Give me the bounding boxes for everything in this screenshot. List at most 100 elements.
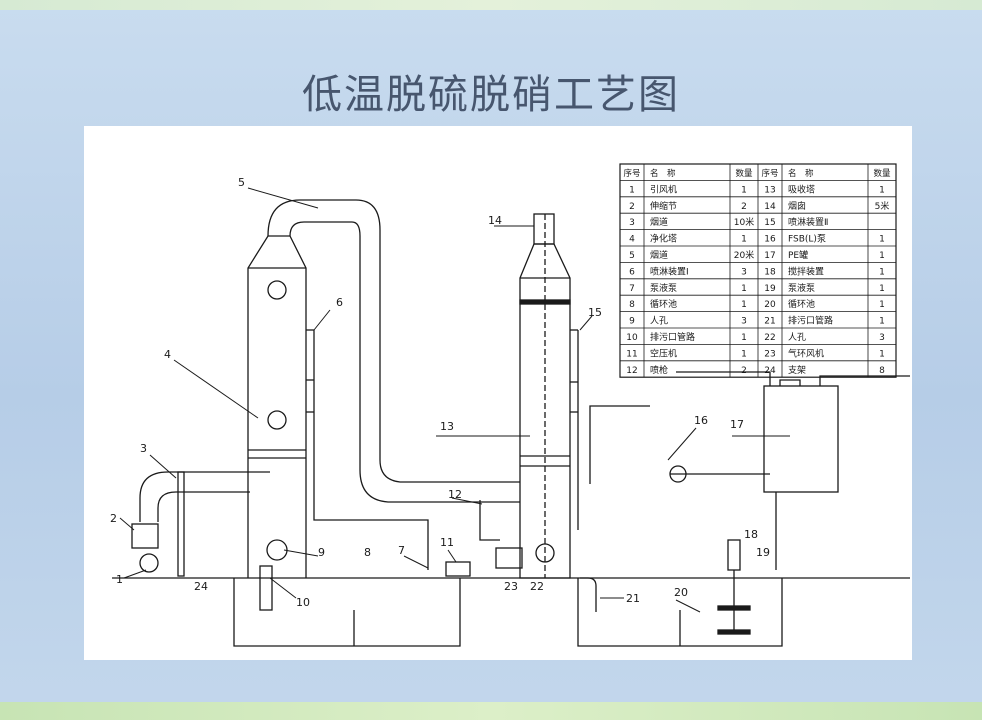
callout-22: 22 [530,580,544,593]
bottom-stripe [0,702,982,720]
table-header-cell: 名 称 [788,168,814,179]
table-cell: 1 [879,251,885,261]
callout-11: 11 [440,536,454,549]
table-cell: 1 [741,235,747,245]
table-cell: 伸缩节 [650,200,677,212]
table-cell: 1 [879,235,885,245]
callout-5: 5 [238,176,245,189]
callout-20: 20 [674,586,688,599]
table-cell: 1 [879,317,885,327]
drain-outlet-left [259,565,273,611]
table-cell: 搅拌装置 [788,265,824,277]
callout-23: 23 [504,580,518,593]
callout-12: 12 [448,488,462,501]
table-cell: 21 [764,317,775,327]
table-cell: 烟道 [650,249,668,261]
table-cell: 18 [764,267,776,277]
drain-pipe [580,577,597,612]
table-cell: PE罐 [788,249,808,261]
callout-18: 18 [744,528,758,541]
table-cell: 循环池 [650,298,677,310]
callout-21: 21 [626,592,640,605]
callout-14: 14 [488,214,502,227]
callout-7: 7 [398,544,405,557]
table-header-cell: 序号 [623,168,640,179]
air-compressor [445,561,471,577]
callout-13: 13 [440,420,454,433]
ring-blower [495,547,523,569]
callout-10: 10 [296,596,310,609]
callout-15: 15 [588,306,602,319]
table-cell: 5 [629,251,635,261]
callout-16: 16 [694,414,708,427]
table-cell: 1 [741,300,747,310]
table-header-cell: 数量 [735,168,753,179]
table-cell: 19 [764,284,776,294]
table-header-cell: 序号 [761,168,778,179]
callout-8: 8 [364,546,371,559]
table-cell: 人孔 [650,316,668,327]
table-cell: 引风机 [650,183,677,195]
table-cell: 1 [879,267,885,277]
table-cell: 3 [879,333,885,343]
table-cell: 喷枪 [650,364,668,376]
callout-9: 9 [318,546,325,559]
table-cell: 烟囱 [788,200,806,212]
callout-6: 6 [336,296,343,309]
table-cell: 排污口管路 [788,315,833,327]
table-cell: 1 [879,349,885,359]
table-cell: 气环风机 [788,347,824,359]
inlet-duct [131,471,270,577]
callout-3: 3 [140,442,147,455]
table-cell: 排污口管路 [650,331,695,343]
callout-17: 17 [730,418,744,431]
table-cell: 9 [629,317,635,327]
table-cell: 16 [764,235,776,245]
table-cell: 8 [879,366,885,376]
absorption-tower [519,213,578,579]
table-cell: 烟道 [650,216,668,228]
table-cell: 1 [629,185,635,195]
table-cell: 13 [764,185,775,195]
agitator [717,539,751,635]
table-cell: 1 [879,300,885,310]
callout-1: 1 [116,573,123,586]
table-cell: 3 [629,218,635,228]
table-cell: 2 [629,202,635,212]
table-cell: 10米 [734,216,754,228]
table-cell: 10 [626,333,638,343]
table-cell: 3 [741,267,747,277]
top-stripe [0,0,982,10]
table-cell: 12 [626,366,637,376]
air-pipe [479,500,500,541]
callout-2: 2 [110,512,117,525]
table-cell: 1 [741,333,747,343]
table-cell: 15 [764,218,775,228]
table-cell: 14 [764,202,776,212]
table-cell: 3 [741,317,747,327]
table-header-cell: 名 称 [650,168,676,179]
callout-4: 4 [164,348,171,361]
pump-piping [589,371,910,570]
callout-24: 24 [194,580,208,593]
table-cell: 喷淋装置Ⅱ [788,216,828,228]
table-cell: 22 [764,333,775,343]
duct-5 [267,199,520,503]
table-cell: 2 [741,202,747,212]
table-cell: 支架 [788,364,806,376]
table-cell: 1 [879,185,885,195]
table-cell: 泵液泵 [788,282,815,294]
table-cell: 6 [629,267,635,277]
table-cell: 喷淋装置Ⅰ [650,265,689,277]
table-header-cell: 数量 [873,168,891,179]
table-cell: 23 [764,349,775,359]
purification-tower [247,235,314,578]
table-cell: 泵液泵 [650,282,677,294]
table-cell: 2 [741,366,747,376]
table-cell: 5米 [875,200,890,212]
table-cell: 1 [879,284,885,294]
table-cell: 循环池 [788,298,815,310]
spray-pipe-left [313,330,429,570]
table-cell: 7 [629,284,635,294]
